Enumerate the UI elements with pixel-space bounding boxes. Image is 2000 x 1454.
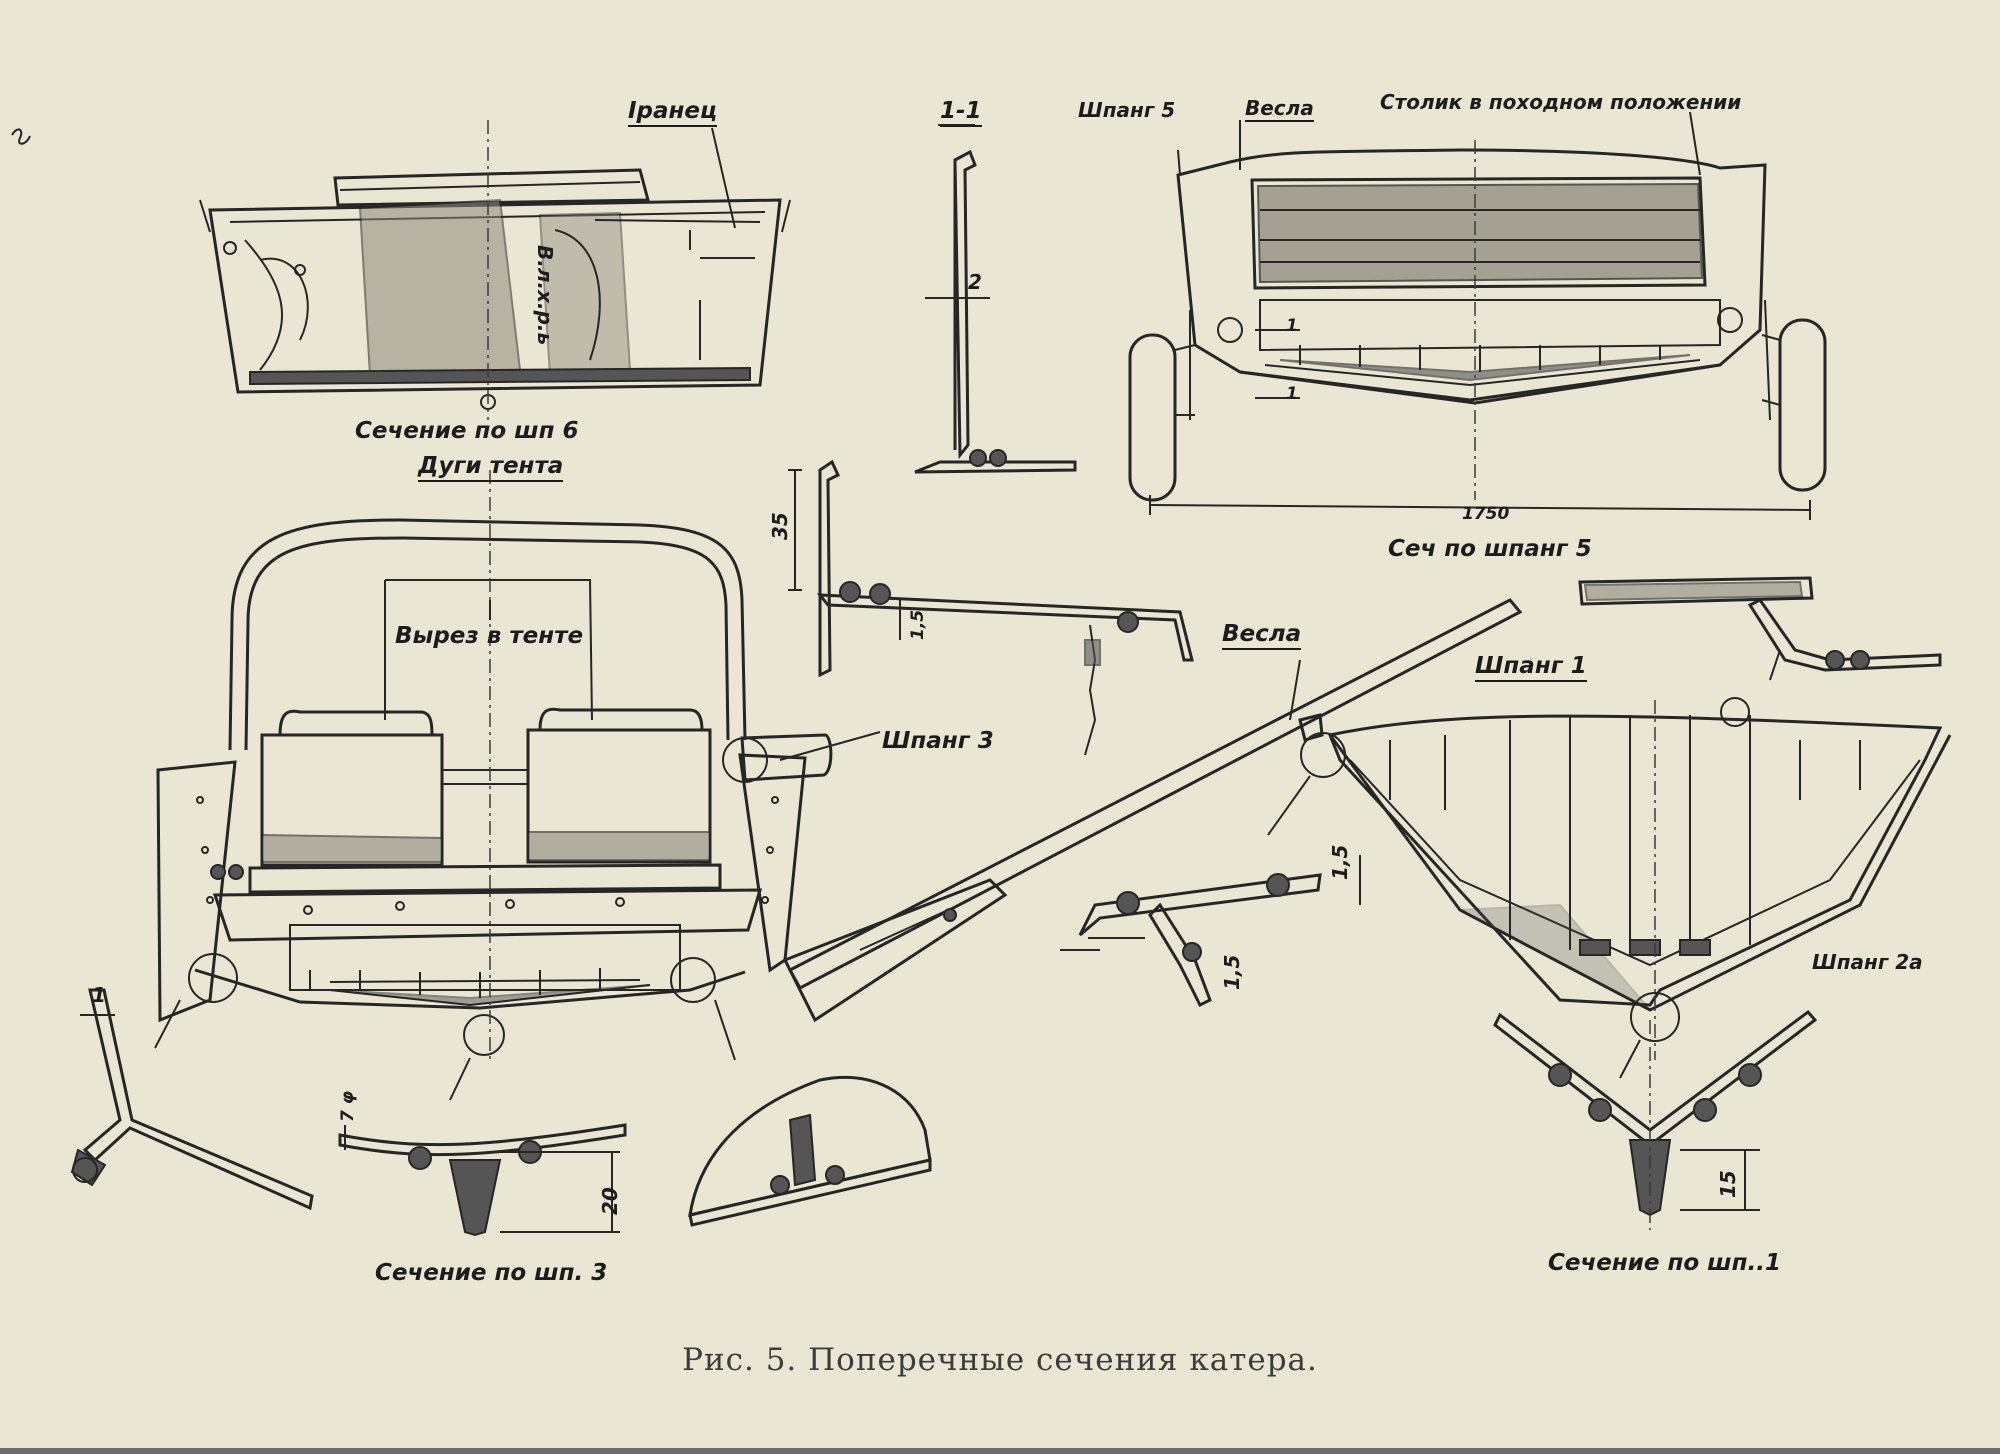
- label-dim-1750: 1750: [1462, 504, 1510, 524]
- oar-drawing: [782, 598, 1523, 1023]
- label-shpang1: Шпанг 1: [1475, 655, 1587, 682]
- sheer-detail-drawing: [70, 988, 314, 1211]
- tranets-leader: [711, 127, 736, 229]
- section-shp3-drawing: [154, 470, 833, 1101]
- stringer-detail-shp3-drawing: [688, 1075, 932, 1227]
- keel-detail-shp1-drawing: [1493, 1009, 1818, 1230]
- label-dim-20: 20: [598, 1187, 622, 1215]
- label-dim-1-5-c: 1,5: [1220, 954, 1244, 990]
- label-dim-2: 2: [968, 270, 982, 294]
- page-bottom-edge: [0, 1448, 2000, 1454]
- label-oars-top: Весла: [1245, 96, 1314, 122]
- label-dim-15: 15: [1716, 1170, 1740, 1198]
- label-dim-1: 1: [92, 983, 106, 1007]
- stringer-detail-drawing: [788, 459, 1194, 756]
- keel-detail-shp3-drawing: [338, 1123, 627, 1237]
- label-marker-1-bottom: 1: [1286, 384, 1298, 404]
- seat-detail-drawing: [1578, 576, 1942, 672]
- label-section-shp3: Сечение по шп. 3: [375, 1260, 608, 1286]
- label-tent-cutout: Вырез в тенте: [395, 623, 584, 649]
- label-shpang5: Шпанг 5: [1078, 98, 1176, 122]
- chine-detail-drawing: [1060, 855, 1361, 1008]
- label-section-shp5: Сеч по шпанг 5: [1388, 536, 1592, 562]
- label-table-stowed: Столик в походном положении: [1380, 90, 1742, 114]
- label-shpang3: Шпанг 3: [882, 728, 994, 754]
- label-marker-1-top: 1: [1286, 316, 1298, 336]
- label-tranets: Iранец: [628, 100, 718, 127]
- label-dim-35: 35: [768, 512, 792, 540]
- label-section-shp6: Сечение по шп 6: [355, 418, 579, 444]
- section-shp5-drawing: [1128, 111, 1827, 520]
- profile-1-1-drawing: [914, 124, 1077, 474]
- margin-mark-glyph: [11, 128, 31, 145]
- label-shpang2a: Шпанг 2а: [1812, 950, 1923, 974]
- label-section-1-1: 1-1: [940, 100, 982, 127]
- label-dim-7: 7 φ: [338, 1090, 358, 1122]
- label-oars-mid: Весла: [1222, 623, 1302, 650]
- label-inscription-engine: В.л.х.р.ь: [533, 245, 557, 346]
- section-shp6-drawing: [199, 120, 791, 420]
- section-shp1-drawing: [1327, 649, 1952, 1079]
- label-tent-arcs: Дуги тента: [418, 455, 564, 482]
- label-dim-1-5-a: 1,5: [908, 609, 928, 640]
- shpang3-leader: [779, 731, 881, 761]
- label-section-shp1: Сечение по шп..1: [1548, 1250, 1781, 1276]
- label-dim-1-5-b: 1,5: [1328, 844, 1352, 880]
- figure-caption: Рис. 5. Поперечные сечения катера.: [682, 1342, 1318, 1378]
